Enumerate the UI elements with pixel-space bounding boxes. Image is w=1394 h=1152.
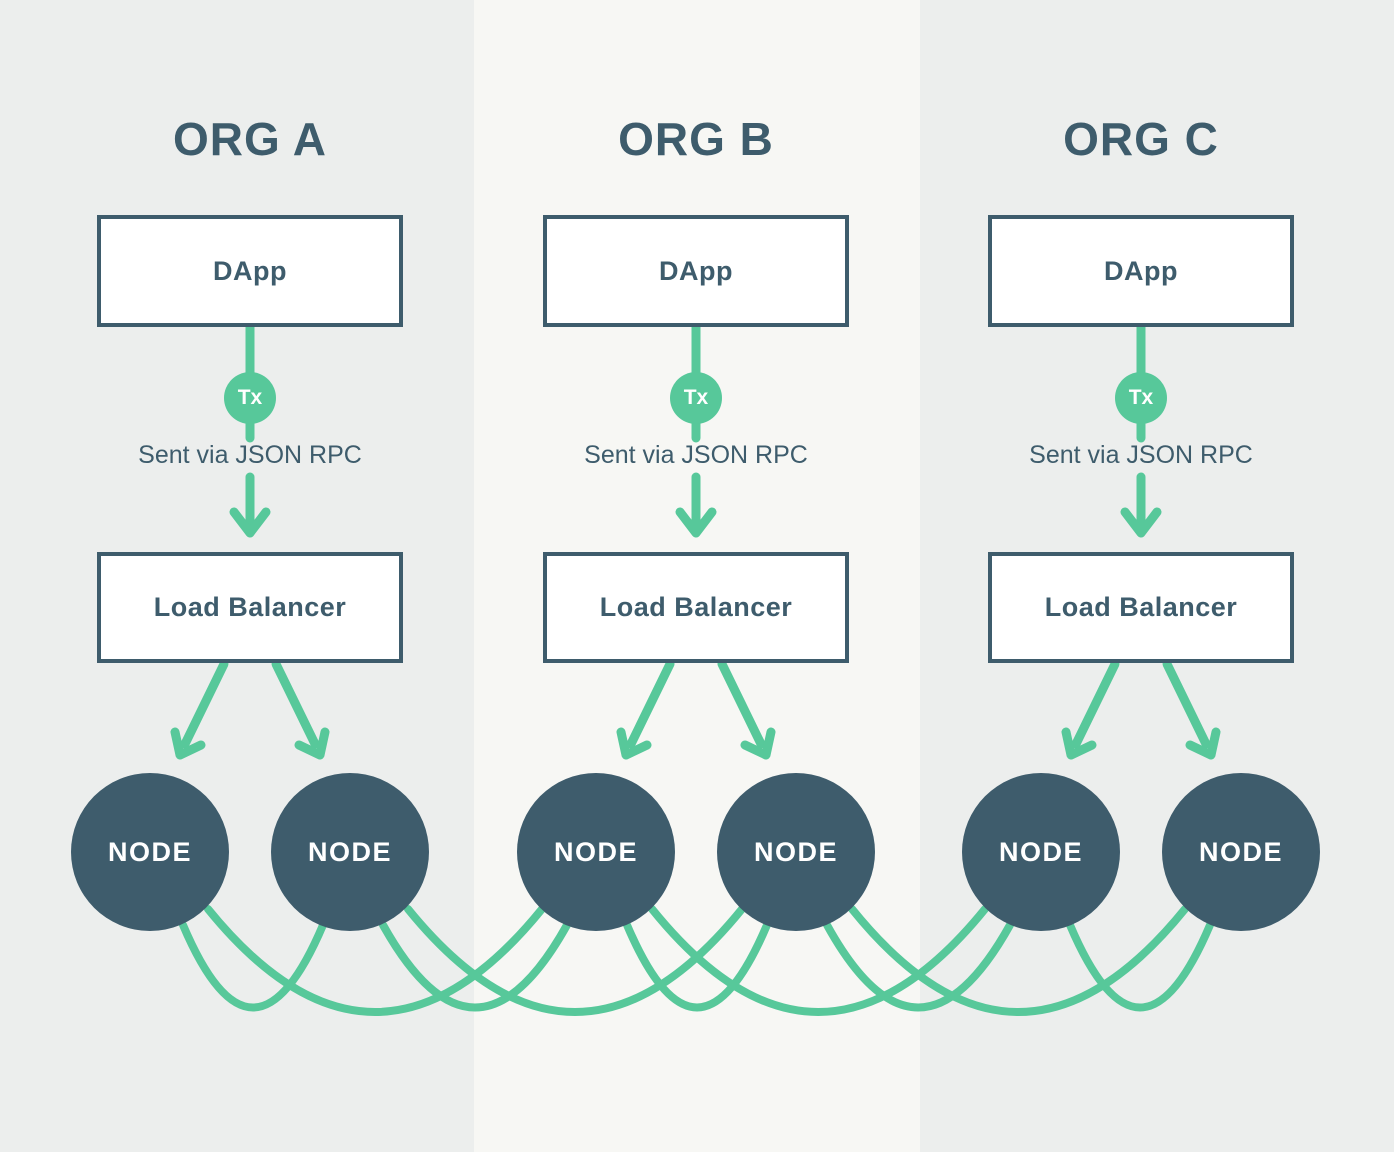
org-a-rpc-label: Sent via JSON RPC [138, 441, 362, 469]
org-c-tx-badge: Tx [1115, 372, 1167, 424]
lb-arrow-left-shaft [1071, 659, 1120, 749]
lb-arrow-right-shaft [1162, 659, 1211, 749]
org-b-load-balancer-label: Load Balancer [599, 592, 793, 622]
lb-arrow-right-head-icon [1185, 727, 1221, 760]
org-a-dapp-box: DApp [97, 215, 403, 327]
org-b-tx-badge: Tx [670, 372, 722, 424]
org-a-tx-badge: Tx [224, 372, 276, 424]
org-b-node-1-label: NODE [553, 836, 638, 867]
rpc-arrowhead-icon [229, 507, 271, 538]
node-mesh-connections [179, 905, 1214, 1016]
org-c-node-2: NODE [1162, 773, 1320, 931]
mesh-arc-c1-c2 [1066, 921, 1214, 1012]
org-c-dapp-label: DApp [1104, 255, 1178, 286]
rpc-arrowhead-icon [1120, 507, 1162, 538]
lb-arrow-right-head-icon [294, 727, 330, 760]
org-c-node-1-label: NODE [998, 836, 1083, 867]
rpc-arrowhead-icon [675, 507, 717, 538]
org-c-load-balancer-label: Load Balancer [1044, 592, 1238, 622]
org-b-tx-label: Tx [683, 386, 709, 409]
org-a-node-1: NODE [71, 773, 229, 931]
org-c-load-balancer-box: Load Balancer [988, 552, 1294, 663]
mesh-arc-b2-c1 [823, 921, 1014, 1012]
lb-arrow-right-shaft [271, 659, 320, 749]
lb-arrow-left-head-icon [170, 727, 206, 760]
org-a-node-2-label: NODE [307, 836, 392, 867]
org-c-title: ORG C [1063, 113, 1219, 165]
org-b-dapp-box: DApp [543, 215, 849, 327]
org-b-rpc-label: Sent via JSON RPC [584, 441, 808, 469]
org-b-node-1: NODE [517, 773, 675, 931]
lb-arrow-left-shaft [626, 659, 675, 749]
lb-arrow-left-head-icon [616, 727, 652, 760]
lb-arrow-right-shaft [717, 659, 766, 749]
org-b-flow-connectors [616, 322, 776, 760]
org-c-node-2-label: NODE [1198, 836, 1283, 867]
mesh-arc-b1-c1 [648, 905, 989, 1016]
org-b-dapp-label: DApp [659, 255, 733, 286]
org-c-rpc-label: Sent via JSON RPC [1029, 441, 1253, 469]
org-c-node-1: NODE [962, 773, 1120, 931]
org-a-tx-label: Tx [237, 386, 263, 409]
lb-arrow-right-head-icon [740, 727, 776, 760]
org-b-title: ORG B [618, 113, 774, 165]
org-a-dapp-label: DApp [213, 255, 287, 286]
org-a-node-2: NODE [271, 773, 429, 931]
org-a-node-1-label: NODE [107, 836, 192, 867]
mesh-arc-a2-b1 [379, 921, 571, 1012]
lb-arrow-left-head-icon [1061, 727, 1097, 760]
org-c-tx-label: Tx [1128, 386, 1154, 409]
lb-arrow-left-shaft [180, 659, 229, 749]
org-b-node-2-label: NODE [753, 836, 838, 867]
org-a-load-balancer-label: Load Balancer [153, 592, 347, 622]
mesh-arc-b2-c2 [848, 905, 1189, 1016]
org-c-flow-connectors [1061, 322, 1221, 760]
mesh-arc-a1-b1 [204, 905, 546, 1016]
mesh-arc-a1-a2 [179, 921, 327, 1012]
org-a-title: ORG A [172, 113, 328, 165]
org-c-dapp-box: DApp [988, 215, 1294, 327]
org-b-node-2: NODE [717, 773, 875, 931]
org-a-load-balancer-box: Load Balancer [97, 552, 403, 663]
org-b-load-balancer-box: Load Balancer [543, 552, 849, 663]
mesh-arc-b1-b2 [623, 921, 771, 1012]
org-a-flow-connectors [170, 322, 330, 760]
